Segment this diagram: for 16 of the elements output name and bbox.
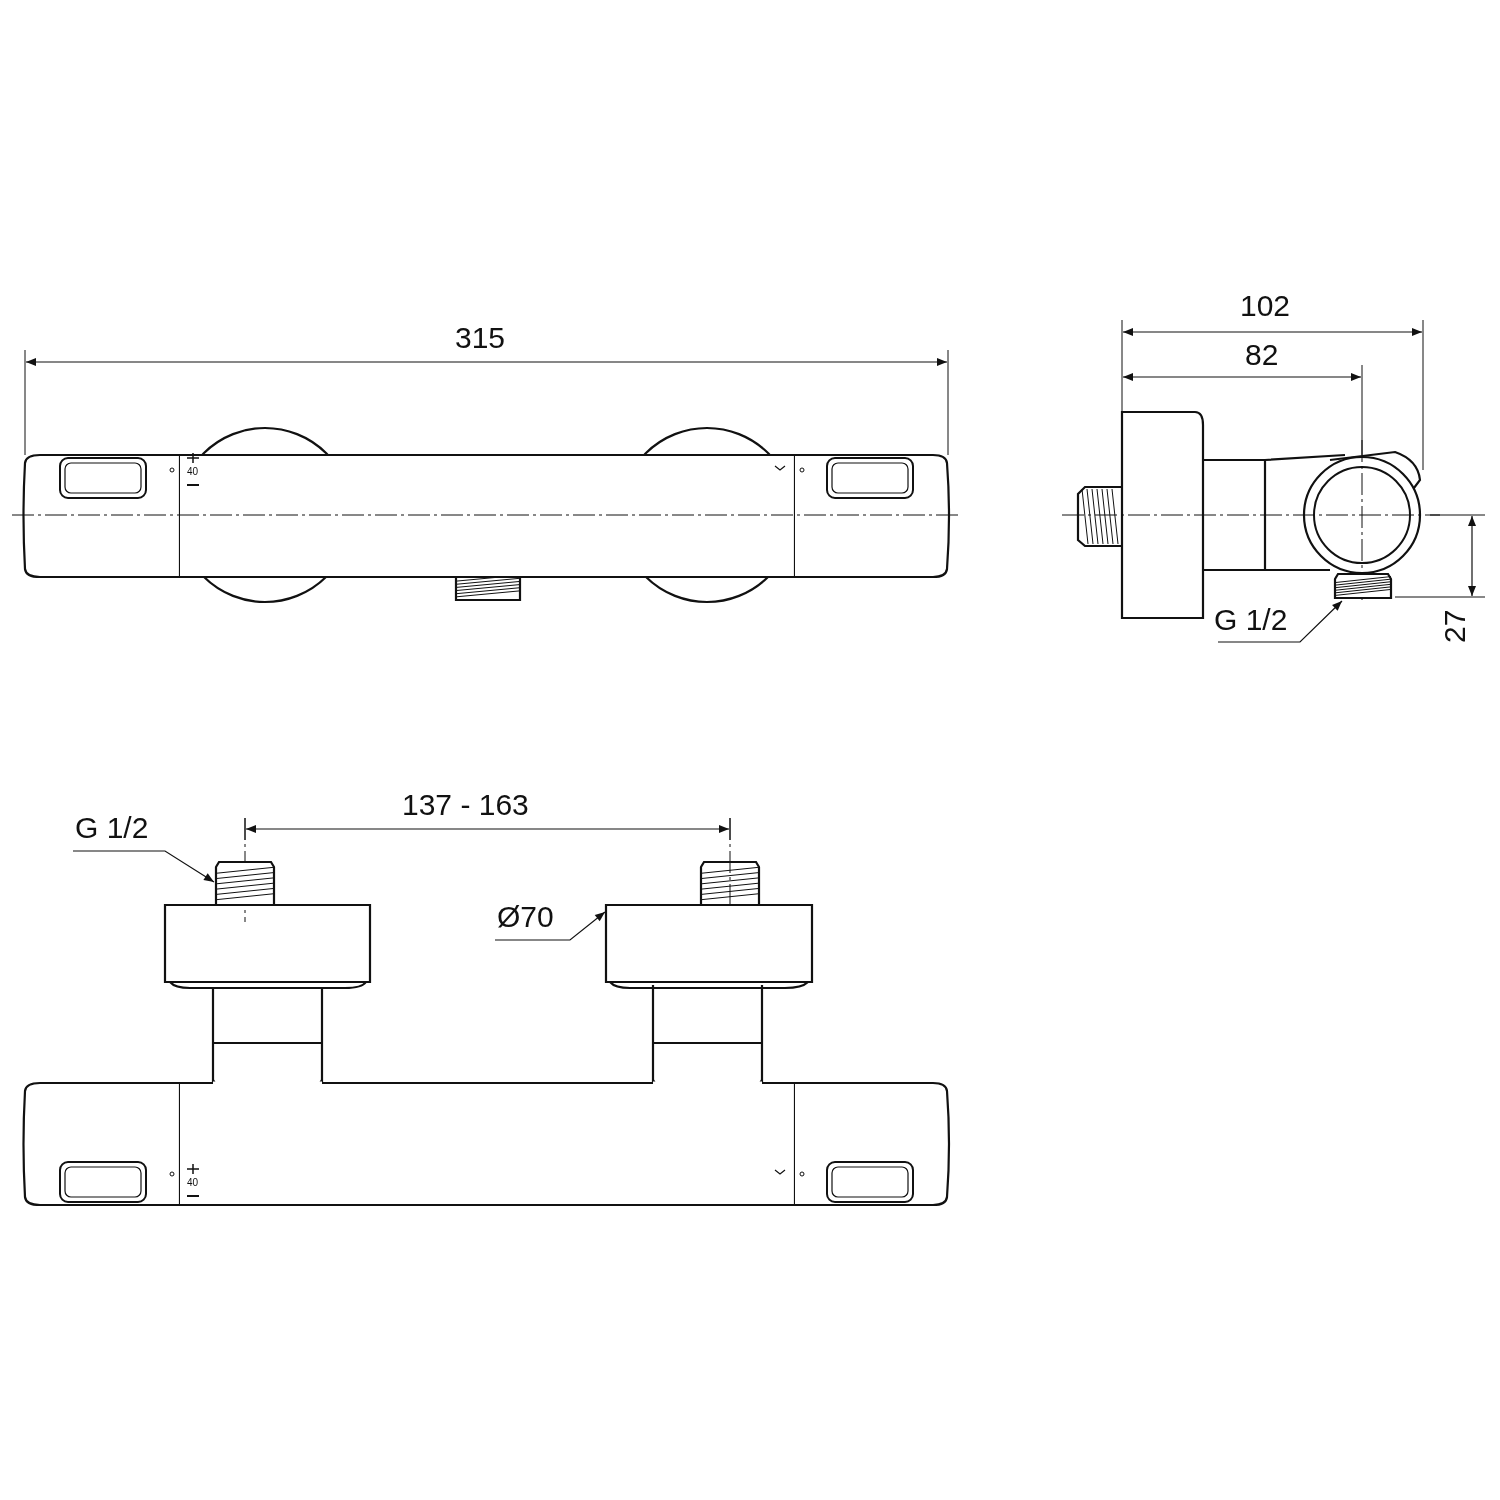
leader-line: [494, 911, 606, 941]
dimension-label: 27: [1440, 609, 1470, 643]
leader-line: [72, 850, 215, 883]
callout-label: G 1/2: [1214, 605, 1288, 635]
scale-number: 40: [187, 467, 199, 477]
callout-label: G 1/2: [75, 813, 149, 843]
thread-connector: [214, 860, 276, 907]
callout-label: Ø70: [497, 902, 554, 932]
leader-line: [1217, 600, 1343, 643]
dimension-label: 82: [1245, 340, 1279, 370]
scale-number: 40: [187, 1178, 199, 1188]
dimension-label: 137 - 163: [402, 790, 529, 820]
dimension-label: 315: [455, 323, 506, 353]
thread-connector: [1333, 572, 1393, 600]
dimension-label: 102: [1240, 291, 1291, 321]
wall-rosette: [604, 903, 814, 984]
